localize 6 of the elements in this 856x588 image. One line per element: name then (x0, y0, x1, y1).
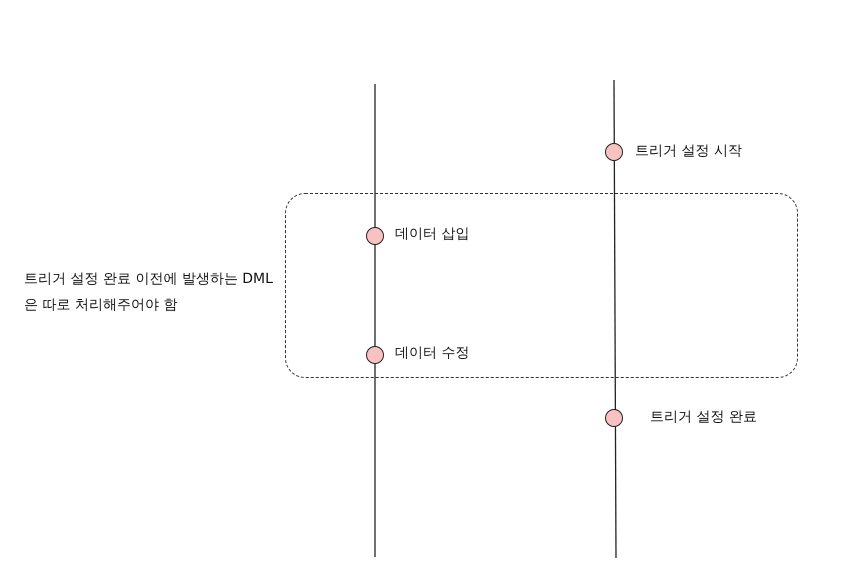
event-label: 데이터 수정 (395, 344, 470, 363)
event-label: 트리거 설정 시작 (635, 142, 743, 161)
note-text: 트리거 설정 완료 이전에 발생하는 DML은 따로 처리해주어야 함 (24, 270, 274, 315)
dashed-group-box (285, 193, 798, 378)
event-label: 데이터 삽입 (395, 225, 470, 244)
event-label: 트리거 설정 완료 (650, 408, 758, 427)
